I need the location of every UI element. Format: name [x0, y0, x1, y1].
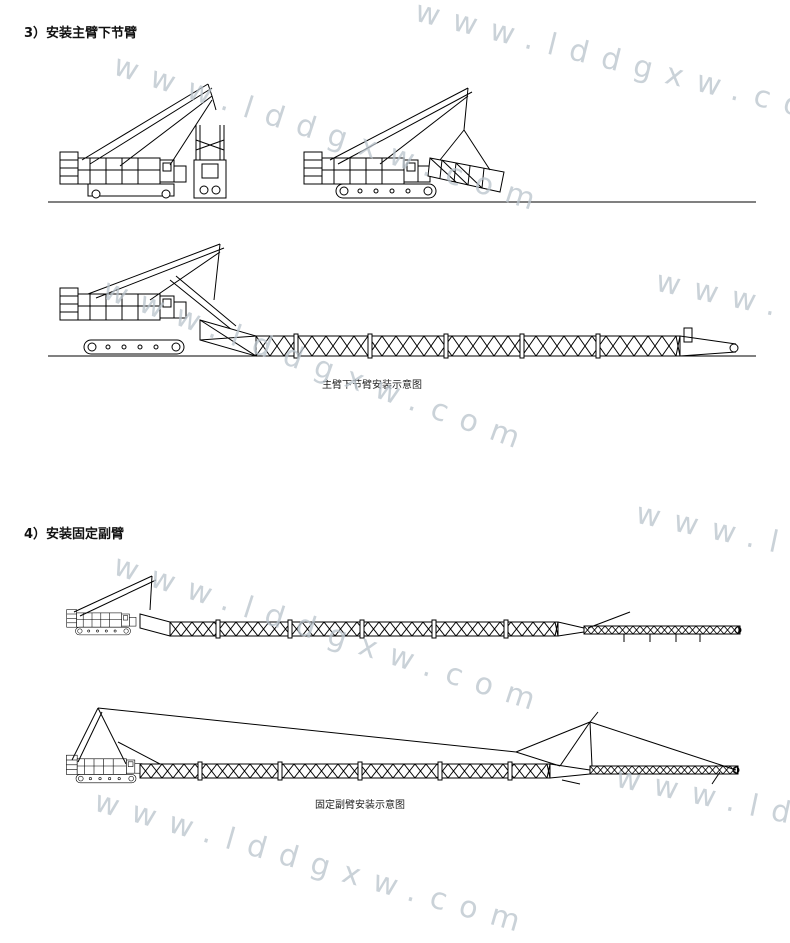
step3-title: 3）安装主臂下节臂: [24, 26, 138, 41]
step3-diagram: [48, 83, 756, 359]
crane-assembly-drawing: [48, 83, 756, 785]
step4-title: 4）安装固定副臂: [24, 527, 125, 542]
step3-caption: 主臂下节臂安装示意图: [322, 380, 422, 391]
step4-diagram: [66, 575, 742, 785]
step4-caption: 固定副臂安装示意图: [315, 800, 405, 811]
